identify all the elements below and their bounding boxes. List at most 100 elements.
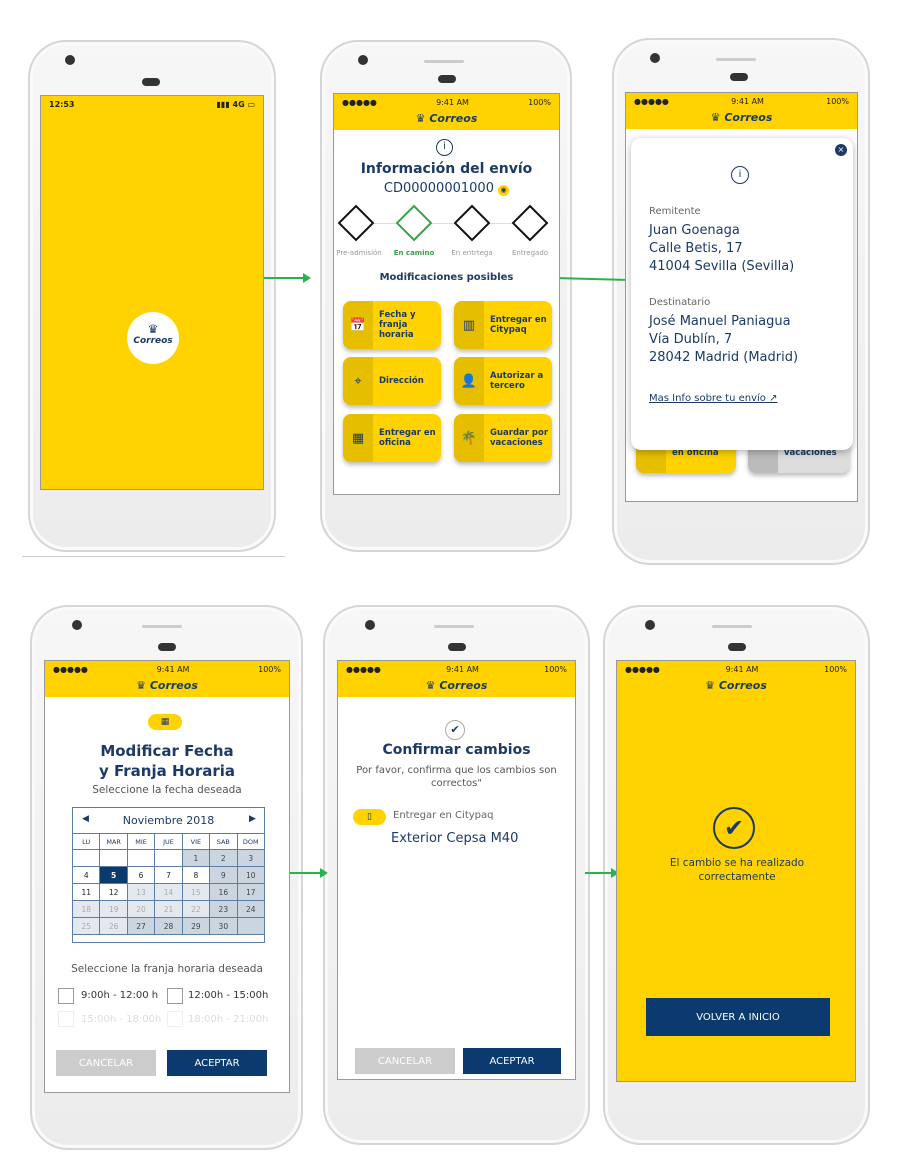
mod-office-button[interactable]: ▦Entregar en oficina <box>343 414 441 462</box>
cancel-button[interactable]: CANCELAR <box>355 1048 455 1074</box>
info-icon: i <box>436 139 453 156</box>
section-title: Modificaciones posibles <box>379 272 514 283</box>
info-icon: i <box>731 166 749 184</box>
speaker <box>728 643 746 651</box>
network-type: 4G <box>232 99 245 109</box>
correos-logo: ♛ Correos <box>710 111 773 124</box>
weekday-header: VIE <box>181 833 211 850</box>
more-info-link[interactable]: Mas Info sobre tu envío ↗ <box>649 393 778 404</box>
calendar-day: 14 <box>154 883 183 901</box>
correos-logo: ♛ Correos <box>705 679 767 692</box>
status-time: 12:53 <box>49 99 75 109</box>
close-icon[interactable]: × <box>835 144 847 156</box>
step-label: En camino <box>393 249 435 257</box>
mod-address-button[interactable]: ⌖Dirección <box>343 357 441 405</box>
step-hand-truck-icon <box>453 204 491 242</box>
speaker-grill <box>424 60 464 63</box>
calendar-day[interactable]: 5 <box>99 866 128 884</box>
weekday-header: JUE <box>154 833 183 850</box>
divider <box>22 556 285 557</box>
speaker <box>438 75 456 83</box>
weekday-header: SAB <box>209 833 238 850</box>
splash-screen: 12:53▮▮▮ 4G ▭ ♛Correos <box>40 95 264 490</box>
slot-checkbox <box>167 1011 183 1027</box>
calendar-day: 3 <box>236 849 266 867</box>
slot-checkbox[interactable] <box>167 988 183 1004</box>
mod-date-button[interactable]: 📅Fecha y franja horaria <box>343 301 441 349</box>
speaker-grill <box>434 625 474 628</box>
calendar-day: 9 <box>209 866 238 884</box>
calendar-day: 1 <box>181 849 211 867</box>
calendar-icon: 📅 <box>343 301 373 349</box>
change-label: Entregar en Citypaq <box>393 810 494 821</box>
page-title: Información del envío <box>360 161 533 177</box>
speaker <box>158 643 176 651</box>
speaker-grill <box>716 58 756 61</box>
locker-icon: ▥ <box>454 301 484 349</box>
camera <box>365 620 375 630</box>
next-month-icon[interactable]: ▶ <box>249 814 256 824</box>
change-value: Exterior Cepsa M40 <box>391 831 519 846</box>
slot-checkbox <box>58 1011 74 1027</box>
flow-arrow <box>257 273 311 283</box>
accept-button[interactable]: ACEPTAR <box>167 1050 267 1076</box>
correos-logo: ♛ Correos <box>425 679 488 692</box>
mod-vacation-button[interactable]: 🌴Guardar por vacaciones <box>454 414 552 462</box>
check-icon: ✔ <box>445 720 465 740</box>
calendar-day <box>99 849 128 867</box>
calendar-day <box>236 917 266 935</box>
subtitle: Seleccione la fecha deseada <box>92 784 242 796</box>
calendar-day: 19 <box>99 900 128 918</box>
mod-citypaq-button[interactable]: ▥Entregar en Citypaq <box>454 301 552 349</box>
step-monitor-icon <box>337 204 375 242</box>
calendar-day: 29 <box>181 917 211 935</box>
header <box>45 661 289 697</box>
building-icon: ▦ <box>343 414 373 462</box>
back-home-button[interactable]: VOLVER A INICIO <box>646 998 830 1036</box>
logo-text: Correos <box>133 336 173 346</box>
calendar-day[interactable]: 6 <box>126 866 156 884</box>
mod-authorize-button[interactable]: 👤Autorizar a tercero <box>454 357 552 405</box>
calendar-day <box>71 849 101 867</box>
external-link-icon: ↗ <box>769 393 778 404</box>
header <box>338 661 575 697</box>
weekday-header: DOM <box>236 833 266 850</box>
cancel-button[interactable]: CANCELAR <box>56 1050 156 1076</box>
flow-arrow <box>585 868 619 878</box>
calendar-day[interactable]: 7 <box>154 866 183 884</box>
calendar-day[interactable]: 12 <box>99 883 128 901</box>
camera <box>65 55 75 65</box>
recipient-label: Destinatario <box>649 297 711 308</box>
step-connector <box>356 223 538 224</box>
calendar-day: 2 <box>209 849 238 867</box>
prev-month-icon[interactable]: ◀ <box>82 814 89 824</box>
target-icon: ◉ <box>498 185 510 196</box>
accept-button[interactable]: ACEPTAR <box>463 1048 561 1074</box>
correos-logo: ♛ Correos <box>415 112 478 125</box>
calendar-day: 27 <box>126 917 156 935</box>
slot-label: 9:00h - 12:00 h <box>81 990 159 1001</box>
calendar-day[interactable]: 8 <box>181 866 211 884</box>
calendar-day[interactable]: 11 <box>71 883 101 901</box>
calendar-day <box>154 849 183 867</box>
slot-checkbox[interactable] <box>58 988 74 1004</box>
calendar-day[interactable]: 4 <box>71 866 101 884</box>
calendar-day: 22 <box>181 900 211 918</box>
success-check-icon: ✔ <box>713 807 755 849</box>
calendar-day: 30 <box>209 917 238 935</box>
step-label: En entrtega <box>451 249 493 257</box>
calendar-day: 18 <box>71 900 101 918</box>
